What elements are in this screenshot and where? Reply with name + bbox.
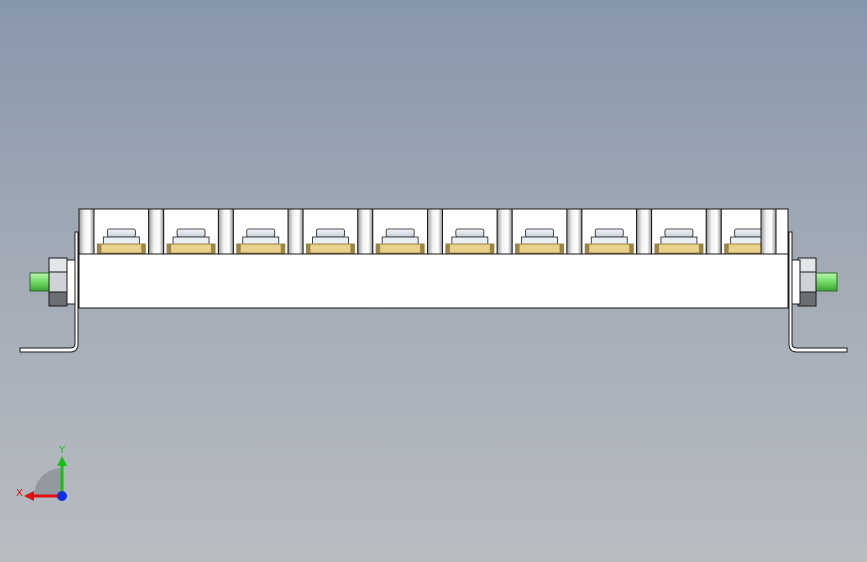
- x-axis-label: X: [16, 488, 23, 499]
- right-nut-middle[interactable]: [797, 271, 817, 293]
- divider-cylinder[interactable]: [148, 208, 165, 255]
- roller-collar[interactable]: [521, 236, 558, 245]
- roller-collar[interactable]: [312, 236, 349, 245]
- roller-base[interactable]: [236, 243, 286, 254]
- roller-base[interactable]: [305, 243, 355, 254]
- roller-base[interactable]: [654, 243, 704, 254]
- right-nut-lower[interactable]: [797, 291, 817, 307]
- roller-base-edge-right[interactable]: [211, 244, 216, 253]
- roller-base[interactable]: [584, 243, 634, 254]
- roller-base-edge-left[interactable]: [585, 244, 590, 253]
- divider-cylinder[interactable]: [427, 208, 443, 255]
- roller-base[interactable]: [375, 243, 425, 254]
- roller-base-edge-right[interactable]: [350, 244, 355, 253]
- roller-base-edge-left[interactable]: [97, 244, 102, 253]
- divider-cylinder[interactable]: [705, 208, 722, 255]
- divider-cylinder[interactable]: [496, 208, 513, 255]
- y-axis-arrow: [57, 456, 67, 466]
- left-nut-middle[interactable]: [48, 271, 68, 293]
- roller-cap[interactable]: [594, 228, 624, 238]
- roller-row: [78, 208, 777, 255]
- roller-collar[interactable]: [172, 236, 210, 245]
- divider-cylinder[interactable]: [78, 208, 95, 255]
- roller-collar[interactable]: [660, 236, 698, 245]
- axis-triad: X Y: [16, 445, 67, 501]
- roller-cap[interactable]: [525, 228, 554, 238]
- right-bracket[interactable]: [788, 231, 848, 353]
- right-nut-upper[interactable]: [797, 257, 817, 273]
- roller-cap[interactable]: [106, 228, 136, 238]
- roller-base[interactable]: [515, 243, 565, 254]
- roller-base-edge-right[interactable]: [698, 244, 703, 253]
- roller-cap[interactable]: [664, 228, 694, 238]
- roller-base-edge-right[interactable]: [559, 244, 564, 253]
- z-axis-dot: [57, 491, 67, 501]
- triad-arc: [34, 468, 62, 496]
- roller-cap[interactable]: [246, 228, 276, 238]
- roller-base[interactable]: [445, 243, 495, 254]
- roller-base-edge-right[interactable]: [629, 244, 634, 253]
- roller-cap[interactable]: [316, 228, 345, 238]
- left-nut-upper[interactable]: [48, 257, 68, 273]
- roller-base[interactable]: [96, 243, 146, 254]
- left-nut-lower[interactable]: [48, 291, 68, 307]
- roller-base-edge-right[interactable]: [489, 244, 494, 253]
- divider-cylinder[interactable]: [357, 208, 374, 255]
- roller-base-edge-left[interactable]: [236, 244, 241, 253]
- roller-cap[interactable]: [455, 228, 485, 238]
- roller-collar[interactable]: [102, 236, 140, 245]
- roller-base[interactable]: [166, 243, 216, 254]
- left-bracket[interactable]: [19, 231, 79, 353]
- divider-cylinder[interactable]: [566, 208, 583, 255]
- divider-cylinder[interactable]: [287, 208, 304, 255]
- roller-base-edge-left[interactable]: [167, 244, 172, 253]
- roller-cap[interactable]: [385, 228, 415, 238]
- roller-base-edge-left[interactable]: [306, 244, 311, 253]
- right-washer[interactable]: [791, 259, 801, 305]
- roller-collar[interactable]: [451, 236, 489, 245]
- x-axis-arrow: [24, 491, 34, 501]
- roller-base-edge-right[interactable]: [420, 244, 425, 253]
- roller-base-edge-left[interactable]: [515, 244, 520, 253]
- roller-base-edge-left[interactable]: [376, 244, 381, 253]
- roller-base-edge-right[interactable]: [141, 244, 146, 253]
- roller-base-edge-left[interactable]: [654, 244, 659, 253]
- roller-base-edge-left[interactable]: [724, 244, 729, 253]
- roller-base-edge-left[interactable]: [445, 244, 450, 253]
- roller-base-edge-right[interactable]: [280, 244, 285, 253]
- roller-cap[interactable]: [176, 228, 206, 238]
- left-washer[interactable]: [66, 259, 76, 305]
- divider-cylinder[interactable]: [217, 208, 234, 255]
- roller-collar[interactable]: [381, 236, 419, 245]
- divider-cylinder[interactable]: [636, 208, 653, 255]
- end-cylinder[interactable]: [760, 208, 777, 255]
- main-body-lower[interactable]: [78, 253, 789, 309]
- roller-collar[interactable]: [590, 236, 628, 245]
- roller-collar[interactable]: [242, 236, 280, 245]
- y-axis-label: Y: [58, 445, 66, 456]
- roller-cap[interactable]: [734, 228, 764, 238]
